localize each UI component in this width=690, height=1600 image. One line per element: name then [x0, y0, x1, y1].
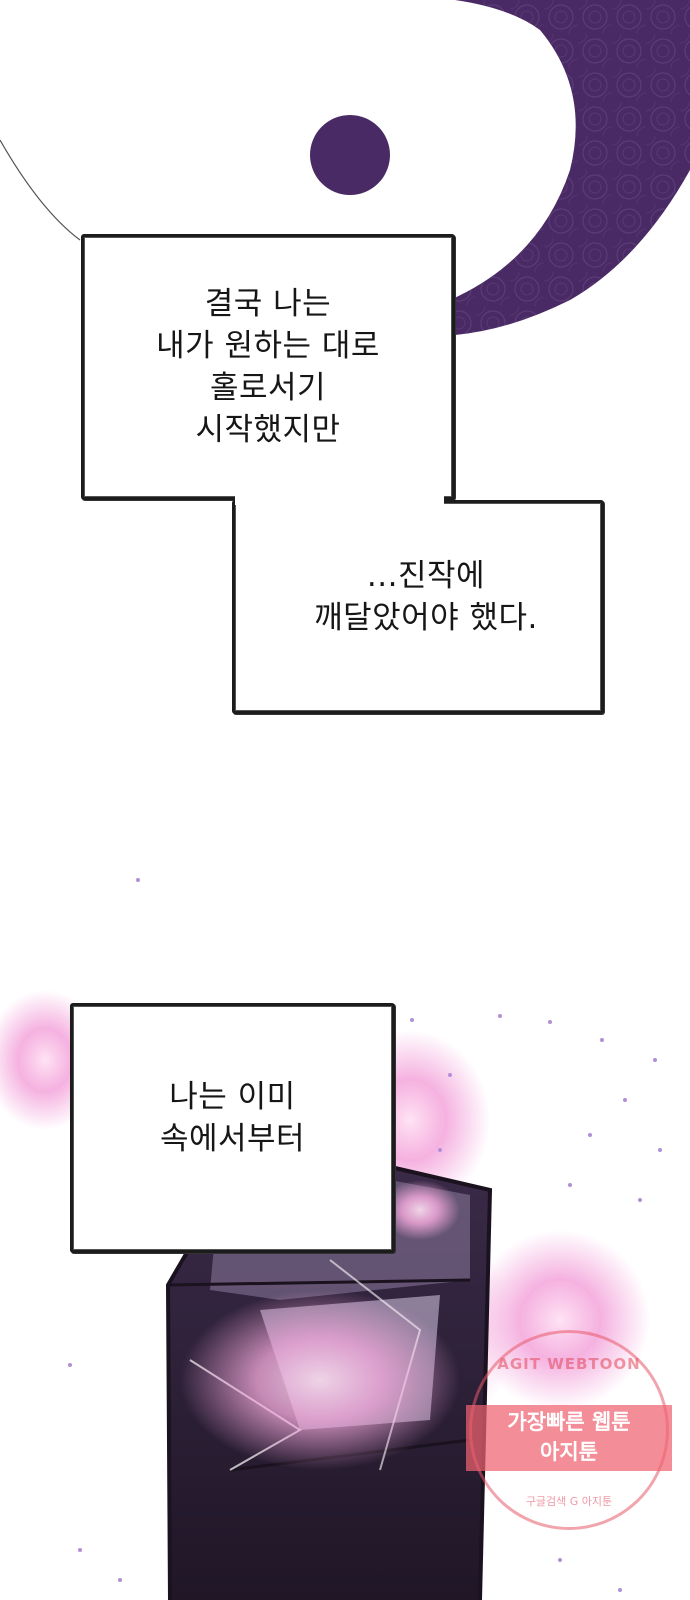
moon-crescent — [450, 0, 690, 335]
watermark-line2: 아지툰 — [540, 1440, 598, 1464]
purple-orb — [310, 115, 390, 195]
watermark-bottom-text: 구글검색 G 아지툰 — [525, 1495, 613, 1508]
crystal-structure — [165, 1165, 493, 1600]
sparkle-particles — [68, 878, 662, 1592]
caption-text-2: ...진작에 깨달았어야 했다. — [314, 558, 538, 636]
watermark-top-text: AGIT WEBTOON — [497, 1355, 641, 1373]
caption-box-seam — [235, 493, 444, 505]
watermark-line1: 가장빠른 웹툰 — [507, 1410, 631, 1434]
watermark-band: 가장빠른 웹툰 아지툰 — [466, 1405, 672, 1471]
caption-box-3: 나는 이미 속에서부터 — [70, 1003, 395, 1253]
caption-text-1: 결국 나는 내가 원하는 대로 홀로서기 시작했지만 — [156, 286, 380, 448]
caption-text-3: 나는 이미 속에서부터 — [159, 1079, 306, 1157]
caption-box-2: ...진작에 깨달았어야 했다. — [232, 500, 604, 714]
caption-box-1: 결국 나는 내가 원하는 대로 홀로서기 시작했지만 — [81, 234, 455, 500]
watermark-stamp: AGIT WEBTOON 가장빠른 웹툰 아지툰 구글검색 G 아지툰 — [466, 1330, 672, 1530]
